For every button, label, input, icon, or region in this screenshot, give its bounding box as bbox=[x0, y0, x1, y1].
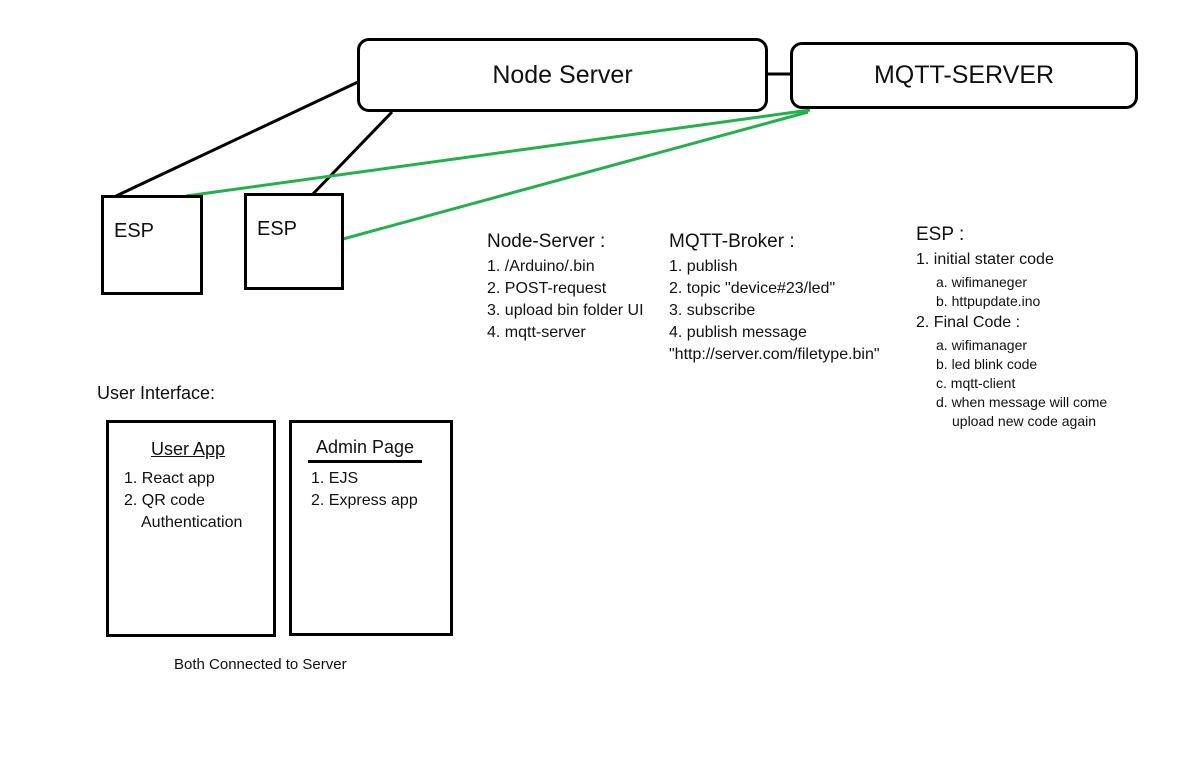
admin-page-title-underline bbox=[308, 460, 422, 463]
admin-page-title: Admin Page bbox=[316, 437, 415, 457]
list-item: 2. topic "device#23/led" bbox=[669, 280, 836, 297]
ui-caption: Both Connected to Server bbox=[174, 656, 347, 673]
mqtt-server-label: MQTT-SERVER bbox=[873, 61, 1055, 89]
list-item: Authentication bbox=[141, 514, 243, 531]
list-item: b. led blink code bbox=[936, 356, 1038, 372]
esp-box-2: ESP bbox=[244, 193, 344, 290]
user-interface-title: User Interface: bbox=[97, 383, 216, 403]
node-to-esp2-link bbox=[309, 110, 394, 198]
esp-label: ESP bbox=[257, 218, 298, 240]
list-item: a. wifimaneger bbox=[936, 274, 1028, 290]
list-item: 1. React app bbox=[124, 470, 215, 487]
mqtt-server-box: MQTT-SERVER bbox=[790, 42, 1138, 109]
list-item: 2. POST-request bbox=[487, 280, 607, 297]
list-item: b. httpupdate.ino bbox=[936, 293, 1041, 309]
list-item: 1. initial stater code bbox=[916, 251, 1054, 268]
mqtt-to-esp1-link bbox=[185, 108, 811, 198]
esp-notes-title: ESP : bbox=[916, 224, 965, 245]
list-item: 3. subscribe bbox=[669, 302, 756, 319]
list-item: 2. Final Code : bbox=[916, 314, 1021, 331]
list-item: 1. /Arduino/.bin bbox=[487, 258, 595, 275]
list-item: a. wifimanager bbox=[936, 337, 1028, 353]
esp-box-1: ESP bbox=[101, 195, 203, 295]
mqtt-to-esp2-link bbox=[342, 110, 809, 241]
list-item: 1. publish bbox=[669, 258, 738, 275]
list-item: c. mqtt-client bbox=[936, 375, 1016, 391]
user-app-title: User App bbox=[151, 439, 226, 459]
esp-label: ESP bbox=[114, 220, 155, 242]
list-item: 4. mqtt-server bbox=[487, 324, 586, 341]
user-app-box: User App 1. React app 2. QR code Authent… bbox=[106, 420, 276, 637]
node-server-box: Node Server bbox=[357, 38, 768, 112]
node-server-notes-title: Node-Server : bbox=[487, 231, 606, 252]
list-item: 1. EJS bbox=[311, 470, 359, 487]
list-item: 2. Express app bbox=[311, 492, 418, 509]
mqtt-broker-notes-title: MQTT-Broker : bbox=[669, 231, 795, 252]
list-item: "http://server.com/filetype.bin" bbox=[669, 346, 880, 363]
list-item: 3. upload bin folder UI bbox=[487, 302, 644, 319]
list-item: upload new code again bbox=[952, 413, 1097, 429]
list-item: d. when message will come bbox=[936, 394, 1108, 410]
node-server-label: Node Server bbox=[492, 60, 633, 89]
list-item: 4. publish message bbox=[669, 324, 807, 341]
admin-page-box: Admin Page 1. EJS 2. Express app bbox=[289, 420, 453, 636]
node-to-esp1-link bbox=[115, 80, 359, 198]
list-item: 2. QR code bbox=[124, 492, 205, 509]
